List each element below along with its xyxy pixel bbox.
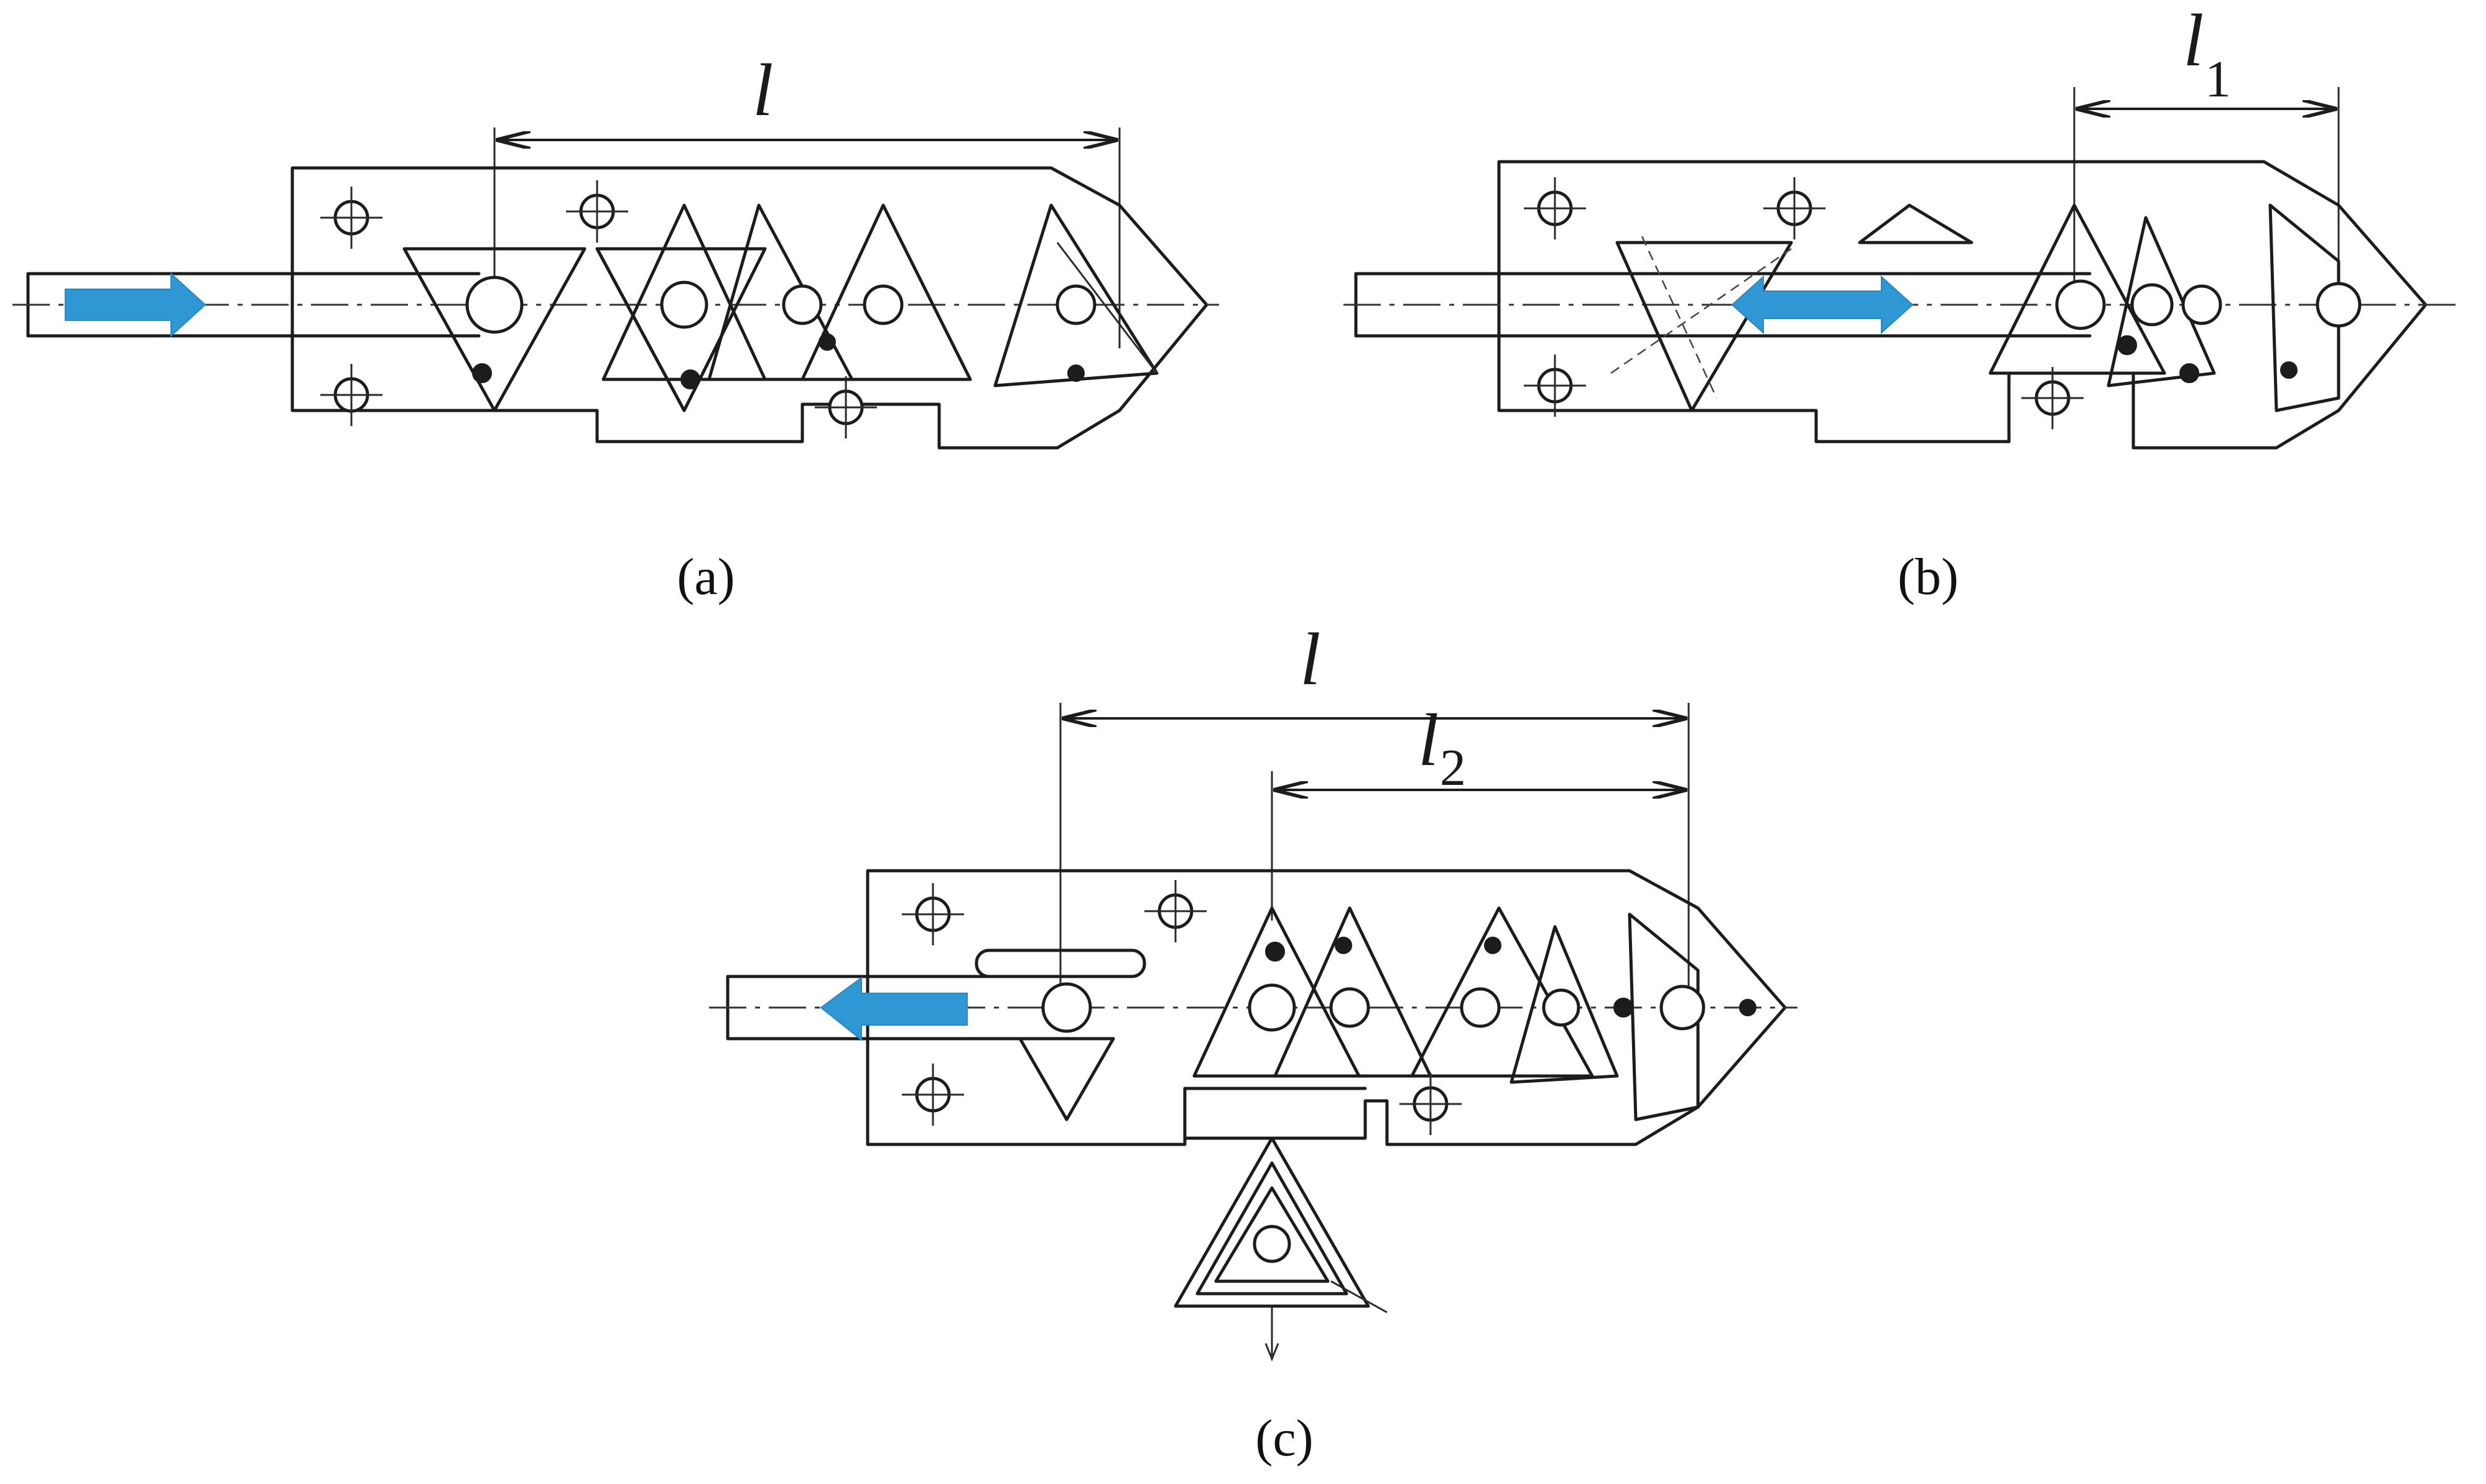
panel-c: l l 2 — [709, 618, 1797, 1467]
dimension-l1-b: l 1 — [2073, 0, 2340, 348]
pin-icon — [2179, 363, 2199, 383]
pin-icon — [819, 333, 836, 351]
pin-icon — [2280, 361, 2298, 379]
dimension-l2-c: l 2 — [1271, 698, 1686, 921]
pivot-hole-icon — [782, 284, 823, 325]
dimension-label-c: l — [1300, 618, 1320, 700]
pivot-hole-icon — [1460, 987, 1501, 1028]
dimension-label-b: l — [2183, 0, 2204, 81]
pin-icon — [472, 363, 492, 383]
pin-icon — [680, 369, 700, 389]
pin-icon — [1067, 364, 1085, 382]
insert-hole-icon — [1253, 1225, 1291, 1263]
dimension-label-a: l — [753, 49, 773, 131]
tool-holder-body-a — [290, 166, 1208, 450]
caption-c: (c) — [1255, 1409, 1313, 1467]
dimension-label-c2: l — [1418, 698, 1439, 781]
feed-arrow-both-icon — [1731, 275, 1914, 335]
holes-b — [1524, 177, 2362, 429]
pin-icon — [1335, 937, 1352, 954]
pivot-hole-icon — [2130, 283, 2174, 327]
pivot-hole-icon — [1055, 284, 1097, 325]
pivot-hole-icon — [863, 284, 904, 325]
pivot-hole-icon — [465, 276, 524, 334]
panel-b: l 1 — [1343, 0, 2463, 606]
dimension-l-c: l — [1059, 618, 1690, 1001]
pivot-hole-icon — [1659, 985, 1705, 1031]
pin-icon — [2117, 335, 2137, 355]
pivot-hole-icon — [1542, 988, 1580, 1027]
pivot-hole-icon — [1248, 983, 1296, 1032]
detached-insert-c — [1174, 1136, 1388, 1362]
feed-arrow-left-icon — [820, 976, 968, 1042]
body-step-c — [1183, 1087, 1367, 1146]
holes-c — [902, 880, 1756, 1135]
dimension-l-a: l — [493, 49, 1121, 348]
dimension-subscript-c2: 2 — [1440, 739, 1466, 797]
pin-icon — [1739, 999, 1756, 1016]
inserts-c — [975, 906, 1700, 1121]
dimension-subscript-b: 1 — [2205, 50, 2231, 108]
pivot-hole-icon — [2055, 279, 2106, 330]
pivot-hole-icon — [1329, 987, 1370, 1028]
pivot-hole-icon — [2316, 282, 2362, 328]
caption-a: (a) — [677, 548, 735, 606]
pin-icon — [1613, 998, 1633, 1018]
pivot-hole-icon — [1041, 982, 1092, 1033]
pin-icon — [1265, 942, 1285, 962]
inserts-b — [1610, 203, 2340, 412]
pin-icon — [1484, 937, 1501, 954]
tool-holder-body-b — [1497, 160, 2428, 450]
caption-b: (b) — [1898, 548, 1959, 606]
pivot-hole-icon — [2181, 284, 2222, 325]
holes-a — [320, 180, 1097, 438]
feed-arrow-right-icon — [65, 272, 206, 338]
pivot-hole-icon — [660, 281, 708, 329]
panel-a: l — [12, 49, 1219, 606]
